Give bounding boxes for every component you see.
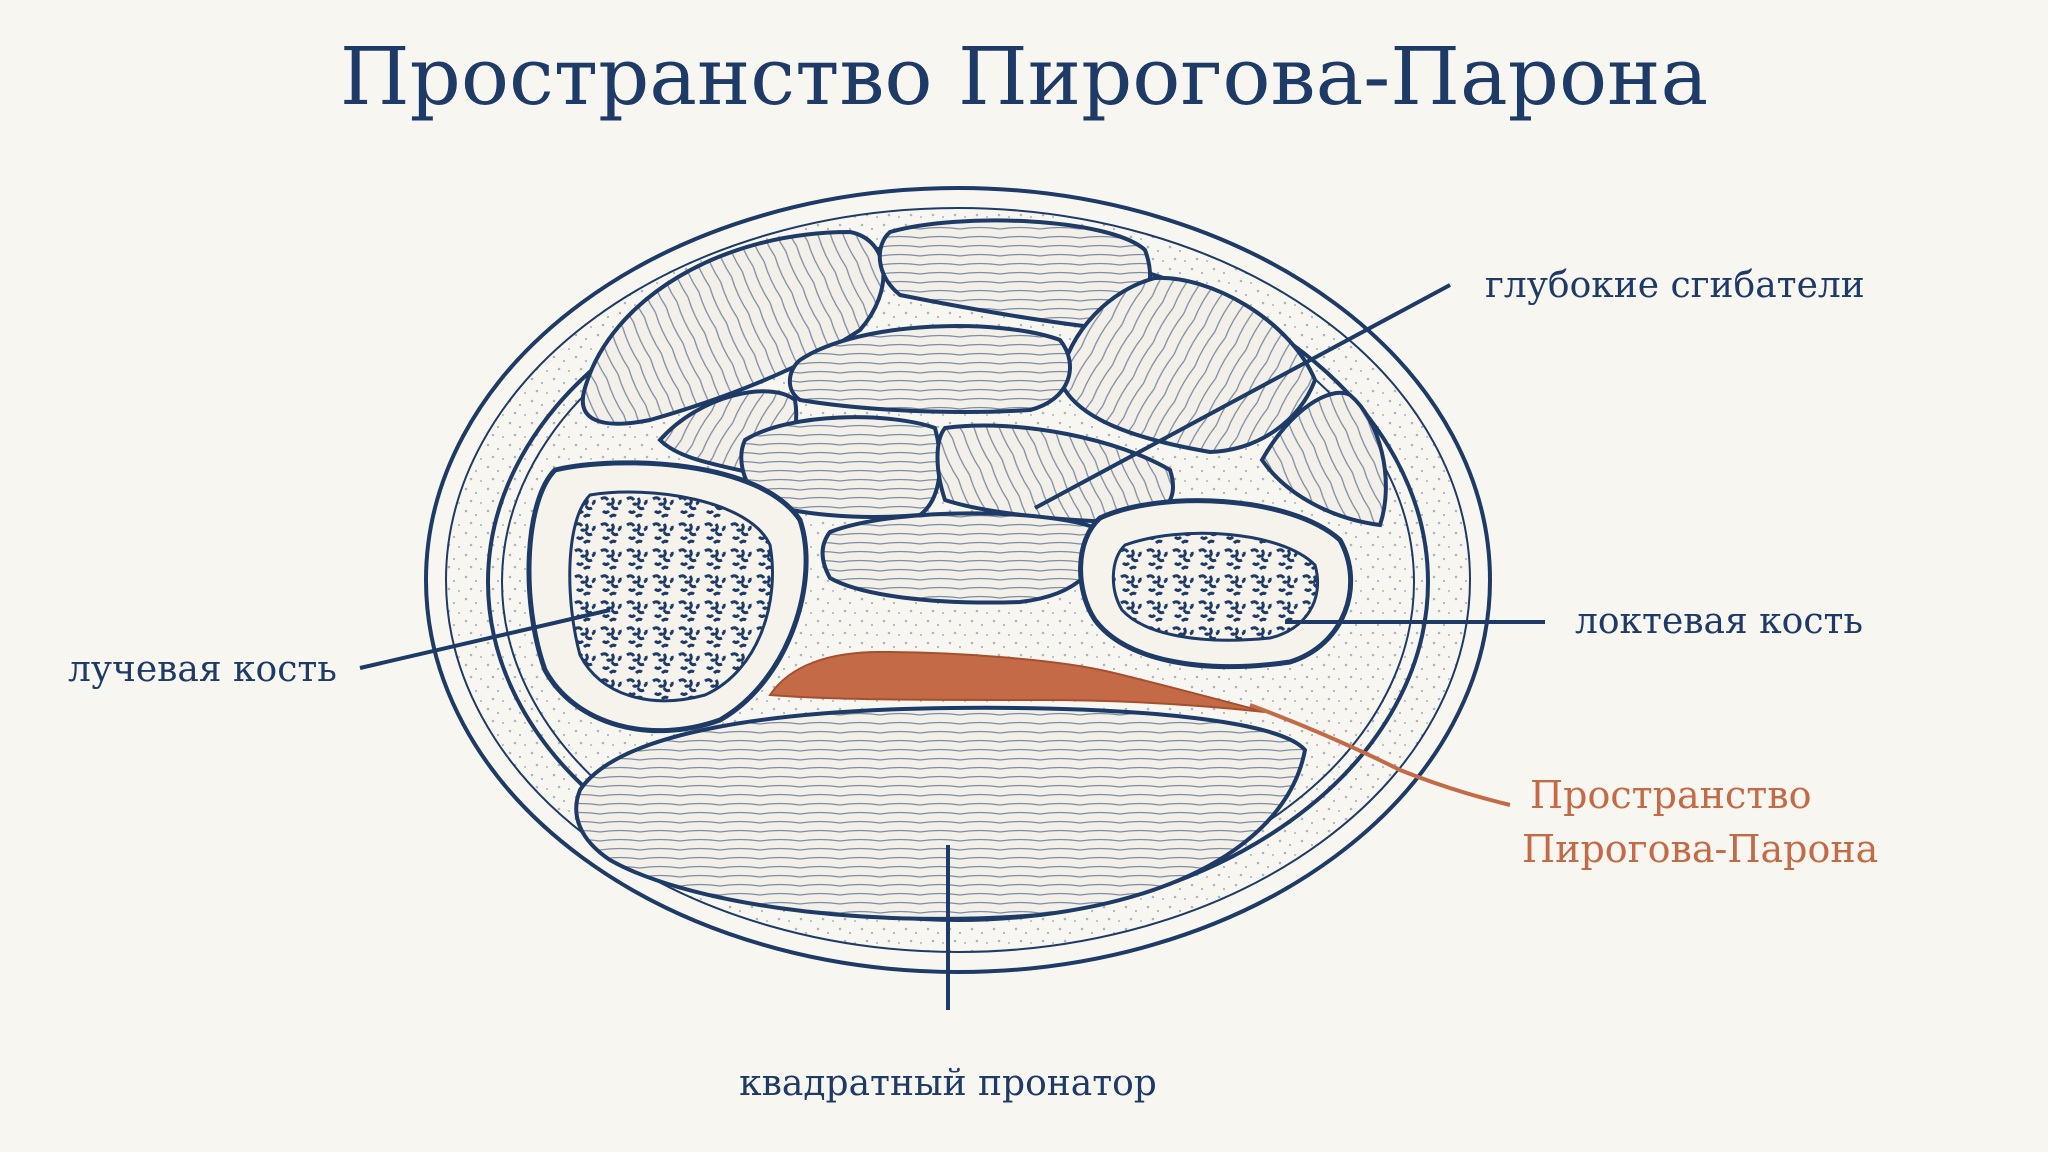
pronator-quadratus <box>574 705 1308 921</box>
skin-outline <box>424 186 1492 974</box>
page-title: Пространство Пирогова-Парона <box>340 30 1708 123</box>
muscle-bundle <box>879 220 1150 328</box>
muscle-bundle <box>1060 277 1315 452</box>
ulna-bone <box>1078 498 1354 669</box>
labels: глубокие сгибатели локтевая кость лучева… <box>68 265 1878 1104</box>
label-space-line1: Пространство <box>1530 773 1812 817</box>
leader-radius <box>359 608 611 670</box>
muscle-bundle <box>937 425 1173 522</box>
muscle-bundle <box>582 232 884 424</box>
leader-deep-flexors <box>1034 283 1451 510</box>
radius-bone <box>526 460 809 734</box>
flexor-muscles <box>580 218 1388 605</box>
forearm-cross-section <box>424 186 1492 974</box>
muscle-bundle <box>741 417 940 517</box>
label-deep-flexors: глубокие сгибатели <box>1485 265 1865 306</box>
pirogov-parona-space <box>768 650 1266 713</box>
leader-space <box>1249 703 1511 807</box>
muscle-bundle <box>1262 392 1386 525</box>
leader-lines <box>359 283 1545 1010</box>
muscle-bundle <box>822 513 1101 603</box>
label-radius: лучевая кость <box>68 649 337 690</box>
muscle-bundle <box>789 326 1070 412</box>
label-pronator: квадратный пронатор <box>739 1063 1157 1104</box>
label-space-line2: Пирогова-Парона <box>1522 827 1878 871</box>
label-ulna: локтевая кость <box>1575 601 1863 642</box>
